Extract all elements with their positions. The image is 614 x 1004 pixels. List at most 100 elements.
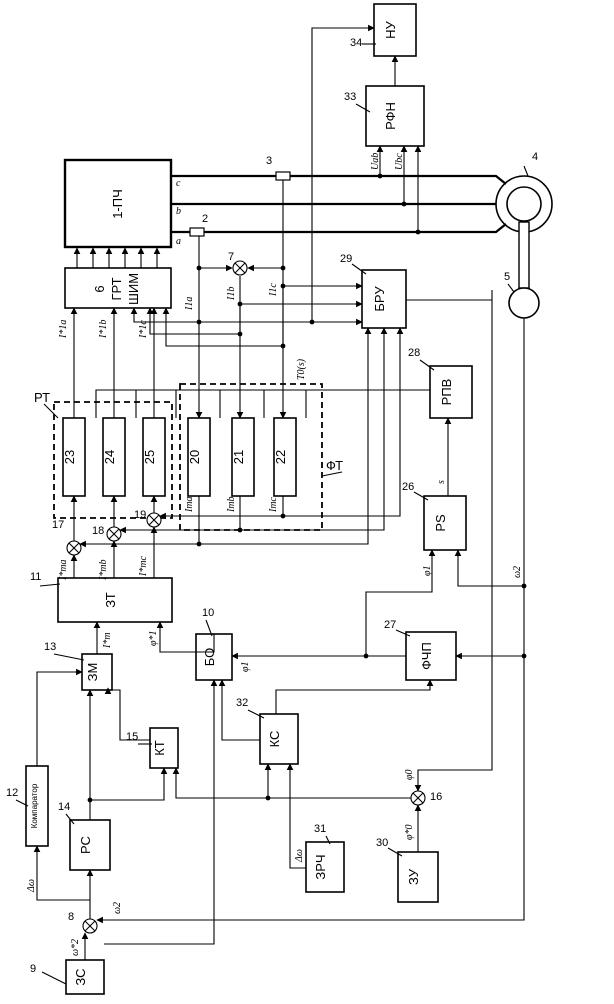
pwm-block-number: 6 (92, 285, 107, 292)
label-i-ref-ma: I*ma (58, 559, 69, 581)
label-i-c: I1c (268, 283, 279, 297)
angle-setter-label: ЗУ (406, 868, 421, 885)
sum-17-number: 17 (52, 519, 64, 531)
pwm-to-converter-wires (73, 247, 161, 268)
zrch-block: ЗРЧ 31 (305, 823, 345, 893)
ks-number: 32 (236, 697, 248, 709)
bo-label: БО (202, 648, 217, 667)
block-20: 20 (187, 417, 211, 497)
current-feedback-wires (130, 286, 286, 349)
phase-current-taps: 7 (195, 180, 363, 419)
label-omega2-ref: ω*2 (70, 939, 81, 956)
sum-18: 18 (92, 495, 122, 542)
sensor-c-number: 3 (266, 155, 272, 167)
rpv-output-line (95, 389, 430, 418)
nu-label: НУ (383, 20, 398, 38)
block-24: 24 (102, 417, 126, 497)
converter-block: 1-ПЧ (63, 158, 173, 249)
label-i-a: I1a (184, 297, 195, 311)
ft-group-frame (179, 383, 323, 531)
label-phi1: φ1 (240, 661, 251, 672)
comparator-label: Компаратор (30, 783, 39, 828)
current-setter-block: ЗТ 11 (30, 571, 173, 623)
label-i-ref-m: I*m (102, 632, 113, 649)
rfn-label: РФН (383, 102, 398, 130)
label-i-mb: Imb (226, 496, 237, 513)
label-i-ref-a: I*1a (58, 320, 69, 339)
kt-number: 15 (126, 731, 138, 743)
sum-7-number: 7 (228, 251, 234, 263)
label-omega2-ps: ω2 (512, 566, 523, 578)
rpv-label: РПВ (439, 379, 454, 406)
sum-18-number: 18 (92, 525, 104, 537)
label-i-ma: Ima (184, 496, 195, 513)
rt-group-label: РТ (34, 390, 50, 405)
label-i-ref-mc: I*mc (138, 555, 149, 577)
shaft-sensor (508, 287, 540, 319)
block-23: 23 (62, 417, 86, 497)
sum-8: 8 (68, 911, 98, 934)
label-phi0-ref: φ*0 (404, 824, 415, 840)
label-i-ref-c: I*1c (138, 320, 149, 339)
label-phi1-ref: φ*1 (148, 630, 159, 646)
block-25: 25 (142, 417, 166, 497)
label-phi1-ps: φ1 (422, 565, 433, 576)
angle-setter-block: ЗУ 30 (376, 837, 439, 903)
block-23-label: 23 (62, 450, 77, 464)
ft-output-wires (79, 327, 404, 548)
speed-regulator-number: 14 (58, 801, 70, 813)
sum-19-number: 19 (134, 509, 146, 521)
rfn-block: РФН 33 (344, 85, 425, 147)
rt-group-frame (53, 401, 173, 519)
pwm-current-regulator-block: 6 ГРТ ШИМ (64, 267, 172, 309)
phase-frequency-converter-block: ФЧП 27 (384, 619, 457, 681)
ps-block: PS 26 (402, 481, 467, 551)
label-u-bc: Ubc (394, 153, 405, 170)
current-setter-number: 11 (30, 571, 41, 583)
rpv-number: 28 (408, 347, 420, 359)
phase-b-label: b (176, 206, 181, 217)
zrch-label: ЗРЧ (313, 854, 328, 879)
kt-label: КТ (152, 740, 167, 756)
speed-regulator-label: РС (78, 836, 93, 854)
label-i-ref-mb: I*mb (98, 559, 109, 581)
shaft-sensor-number: 5 (504, 271, 510, 283)
block-22: 22 (273, 417, 297, 497)
zrch-number: 31 (314, 823, 326, 835)
block-22-label: 22 (273, 450, 288, 464)
sum-17: 17 (52, 495, 82, 556)
sum-16-number: 16 (430, 791, 442, 803)
rfn-number: 33 (344, 91, 356, 103)
phase-a-line (171, 223, 507, 234)
ks-block: КС 32 (236, 697, 299, 765)
rt-to-pwm-wires (70, 307, 158, 418)
ps-number: 26 (402, 481, 414, 493)
fchp-label: ФЧП (419, 642, 434, 670)
ft-group-label: ФТ (326, 458, 343, 473)
speed-regulator-block: РС 14 (58, 801, 111, 871)
block-20-label: 20 (187, 450, 202, 464)
flux-setter-number: 13 (44, 641, 56, 653)
sum-8-number: 8 (68, 911, 74, 923)
nu-number: 34 (350, 37, 362, 49)
label-i-ref-b: I*1b (98, 320, 109, 339)
block-25-label: 25 (142, 450, 157, 464)
pwm-block-label-line2: ШИМ (126, 273, 141, 305)
comparator-number: 12 (6, 787, 18, 799)
ps-label: PS (433, 514, 448, 532)
phase-a-label: a (176, 236, 181, 247)
angle-setter-number: 30 (376, 837, 388, 849)
fchp-number: 27 (384, 619, 396, 631)
label-u-ab: Uab (370, 153, 381, 170)
sum-19: 19 (134, 495, 162, 528)
converter-label: 1-ПЧ (110, 189, 125, 219)
bru-label: БРУ (372, 286, 387, 312)
label-phi0: φ0 (404, 769, 415, 780)
comparator-block: Компаратор 12 (6, 765, 49, 847)
kt-block: КТ 15 (126, 727, 179, 769)
sensor-a-number: 2 (202, 213, 208, 225)
speed-setter-number: 9 (30, 963, 36, 975)
phase-c-label: c (176, 178, 181, 189)
label-omega2: ω2 (112, 902, 123, 914)
